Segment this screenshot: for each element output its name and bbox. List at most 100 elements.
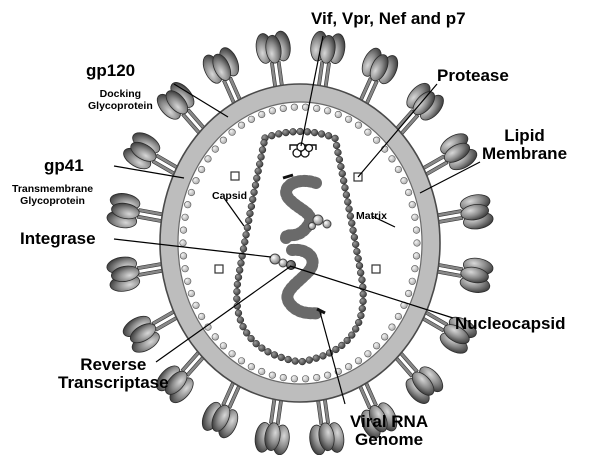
matrix-bead	[389, 156, 396, 163]
capsid-bead	[340, 177, 347, 184]
matrix-bead	[405, 189, 412, 196]
matrix-bead	[188, 290, 195, 297]
matrix-bead	[193, 177, 200, 184]
capsid-bead	[359, 305, 366, 312]
capsid-bead	[271, 352, 278, 359]
capsid-bead	[342, 184, 349, 191]
matrix-bead	[229, 129, 236, 136]
capsid-bead	[292, 358, 299, 365]
matrix-bead	[280, 105, 287, 112]
capsid-bead	[275, 131, 282, 138]
matrix-bead	[184, 201, 191, 208]
matrix-bead	[280, 374, 287, 381]
matrix-bead	[198, 166, 205, 173]
matrix-bead	[373, 343, 380, 350]
matrix-bead	[395, 166, 402, 173]
label-reverse-transcriptase-line1: Reverse	[58, 356, 169, 374]
capsid-bead	[347, 213, 354, 220]
label-gp120-subtitle: Docking Glycoprotein	[88, 88, 153, 112]
capsid-bead	[234, 288, 241, 295]
capsid-bead	[352, 326, 359, 333]
capsid-bead	[348, 220, 355, 227]
matrix-bead	[180, 240, 187, 247]
capsid-bead	[360, 298, 367, 305]
capsid-bead	[318, 131, 325, 138]
label-nucleocapsid: Nucleocapsid	[455, 315, 566, 333]
matrix-bead	[258, 111, 265, 118]
matrix-bead	[248, 116, 255, 123]
label-protease: Protease	[437, 67, 509, 85]
matrix-bead	[205, 156, 212, 163]
matrix-bead	[269, 372, 276, 379]
capsid-bead	[235, 274, 242, 281]
capsid-bead	[251, 189, 258, 196]
matrix-bead	[412, 265, 419, 272]
matrix-bead	[269, 108, 276, 115]
matrix-bead	[401, 177, 408, 184]
capsid-bead	[261, 140, 268, 147]
capsid-bead	[233, 295, 240, 302]
capsid-bead	[360, 291, 367, 298]
matrix-bead	[395, 313, 402, 320]
label-reverse-transcriptase-line2: Transcriptase	[58, 374, 169, 392]
matrix-bead	[355, 358, 362, 365]
matrix-bead	[365, 351, 372, 358]
matrix-bead	[212, 334, 219, 341]
capsid-bead	[336, 156, 343, 163]
capsid-bead	[333, 142, 340, 149]
capsid-bead	[350, 227, 357, 234]
capsid-bead	[243, 330, 250, 337]
matrix-bead	[182, 265, 189, 272]
capsid-bead	[338, 163, 345, 170]
matrix-bead	[409, 201, 416, 208]
capsid-bead	[344, 337, 351, 344]
capsid-bead	[299, 358, 306, 365]
matrix-bead	[229, 351, 236, 358]
capsid-bead	[244, 224, 251, 231]
capsid-bead	[268, 132, 275, 139]
label-gp41-subtitle: Transmembrane Glycoprotein	[12, 183, 93, 207]
matrix-bead	[365, 129, 372, 136]
protein-square-lower-right	[372, 265, 380, 273]
capsid-bead	[352, 241, 359, 248]
capsid-bead	[354, 248, 361, 255]
matrix-bead	[238, 122, 245, 129]
label-capsid: Capsid	[212, 190, 247, 202]
capsid-bead	[253, 340, 260, 347]
label-gp120: gp120	[86, 62, 135, 80]
protein-square-lower-left	[215, 265, 223, 273]
matrix-bead	[220, 343, 227, 350]
label-lipid-membrane-line1: Lipid	[482, 127, 567, 145]
matrix-bead	[291, 104, 298, 111]
capsid-bead	[348, 332, 355, 339]
capsid-bead	[320, 353, 327, 360]
capsid-bead	[278, 354, 285, 361]
matrix-bead	[345, 363, 352, 370]
capsid-bead	[357, 269, 364, 276]
matrix-bead	[184, 278, 191, 285]
capsid-bead	[306, 357, 313, 364]
capsid-bead	[259, 345, 266, 352]
matrix-bead	[409, 278, 416, 285]
capsid-bead	[285, 356, 292, 363]
matrix-bead	[345, 116, 352, 123]
label-gp41-sub-line1: Transmembrane	[12, 183, 93, 195]
capsid-bead	[236, 267, 243, 274]
capsid-bead	[339, 170, 346, 177]
capsid-bead	[304, 128, 311, 135]
matrix-bead	[248, 363, 255, 370]
capsid-bead	[359, 277, 366, 284]
capsid-bead	[247, 210, 254, 217]
matrix-bead	[180, 227, 187, 234]
capsid-bead	[249, 196, 256, 203]
capsid-bead	[338, 342, 345, 349]
label-viral-rna-genome-line1: Viral RNA	[350, 413, 428, 431]
capsid-bead	[333, 346, 340, 353]
capsid-bead	[240, 246, 247, 253]
matrix-bead	[313, 105, 320, 112]
capsid-bead	[238, 260, 245, 267]
capsid-bead	[259, 147, 266, 154]
matrix-bead	[414, 240, 421, 247]
capsid-bead	[332, 135, 339, 142]
matrix-bead	[302, 376, 309, 383]
